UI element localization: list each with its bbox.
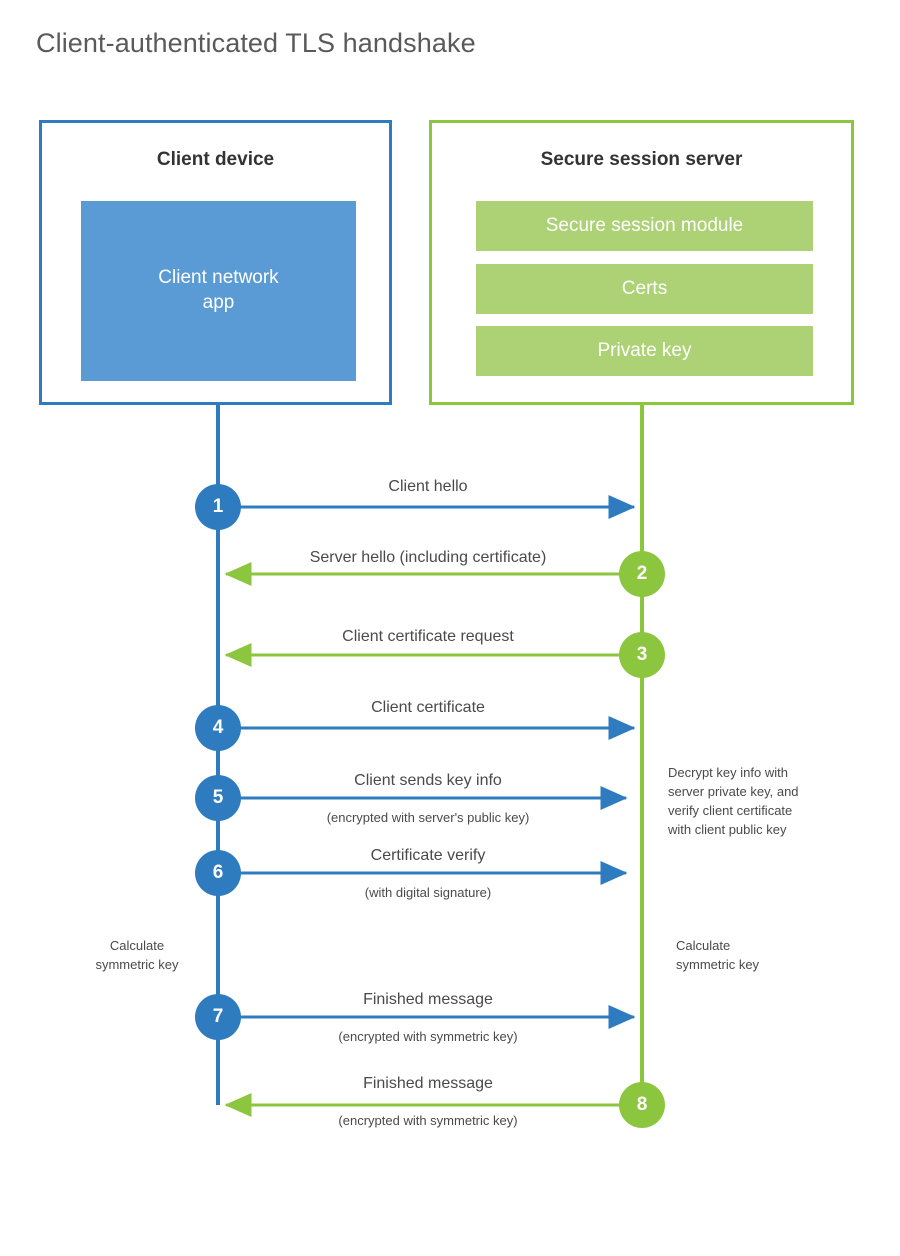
client-device-title: Client device [156,149,275,170]
step-marker-5[interactable]: 5 [195,775,241,821]
step-marker-6[interactable]: 6 [195,850,241,896]
step-marker-3[interactable]: 3 [619,632,665,678]
message-label-1: Client hello [388,478,468,495]
server-component-certs: Certs [476,264,813,314]
message-label-7: Finished message [363,991,493,1008]
message-label-3: Client certificate request [342,628,514,645]
message-label-6: Certificate verify [370,847,486,864]
note-client-calculate-symmetric-key: Calculate symmetric key [95,938,179,972]
server-component-private-key: Private key [476,326,813,376]
secure-session-server-title: Secure session server [540,149,743,170]
message-label-4: Client certificate [371,699,485,716]
message-sublabel-7: (encrypted with symmetric key) [338,1029,518,1044]
message-label-8: Finished message [363,1075,493,1092]
client-device-box: Client device Client network app [39,120,392,405]
message-label-2: Server hello (including certificate) [309,549,547,566]
secure-session-server-box: Secure session server Secure session mod… [429,120,854,405]
step-marker-7[interactable]: 7 [195,994,241,1040]
message-sublabel-6: (with digital signature) [364,885,492,900]
page-title: Client-authenticated TLS handshake [36,28,476,58]
step-marker-8[interactable]: 8 [619,1082,665,1128]
client-network-app-block: Client network app [81,201,356,381]
message-label-5: Client sends key info [354,772,502,789]
note-server-decrypt: Decrypt key info with server private key… [668,765,799,837]
note-server-calculate-symmetric-key: Calculate symmetric key [676,938,760,972]
step-marker-2[interactable]: 2 [619,551,665,597]
server-component-secure-session-module: Secure session module [476,201,813,251]
step-marker-1[interactable]: 1 [195,484,241,530]
message-sublabel-5: (encrypted with server's public key) [326,810,530,825]
message-sublabel-8: (encrypted with symmetric key) [338,1113,518,1128]
step-marker-4[interactable]: 4 [195,705,241,751]
